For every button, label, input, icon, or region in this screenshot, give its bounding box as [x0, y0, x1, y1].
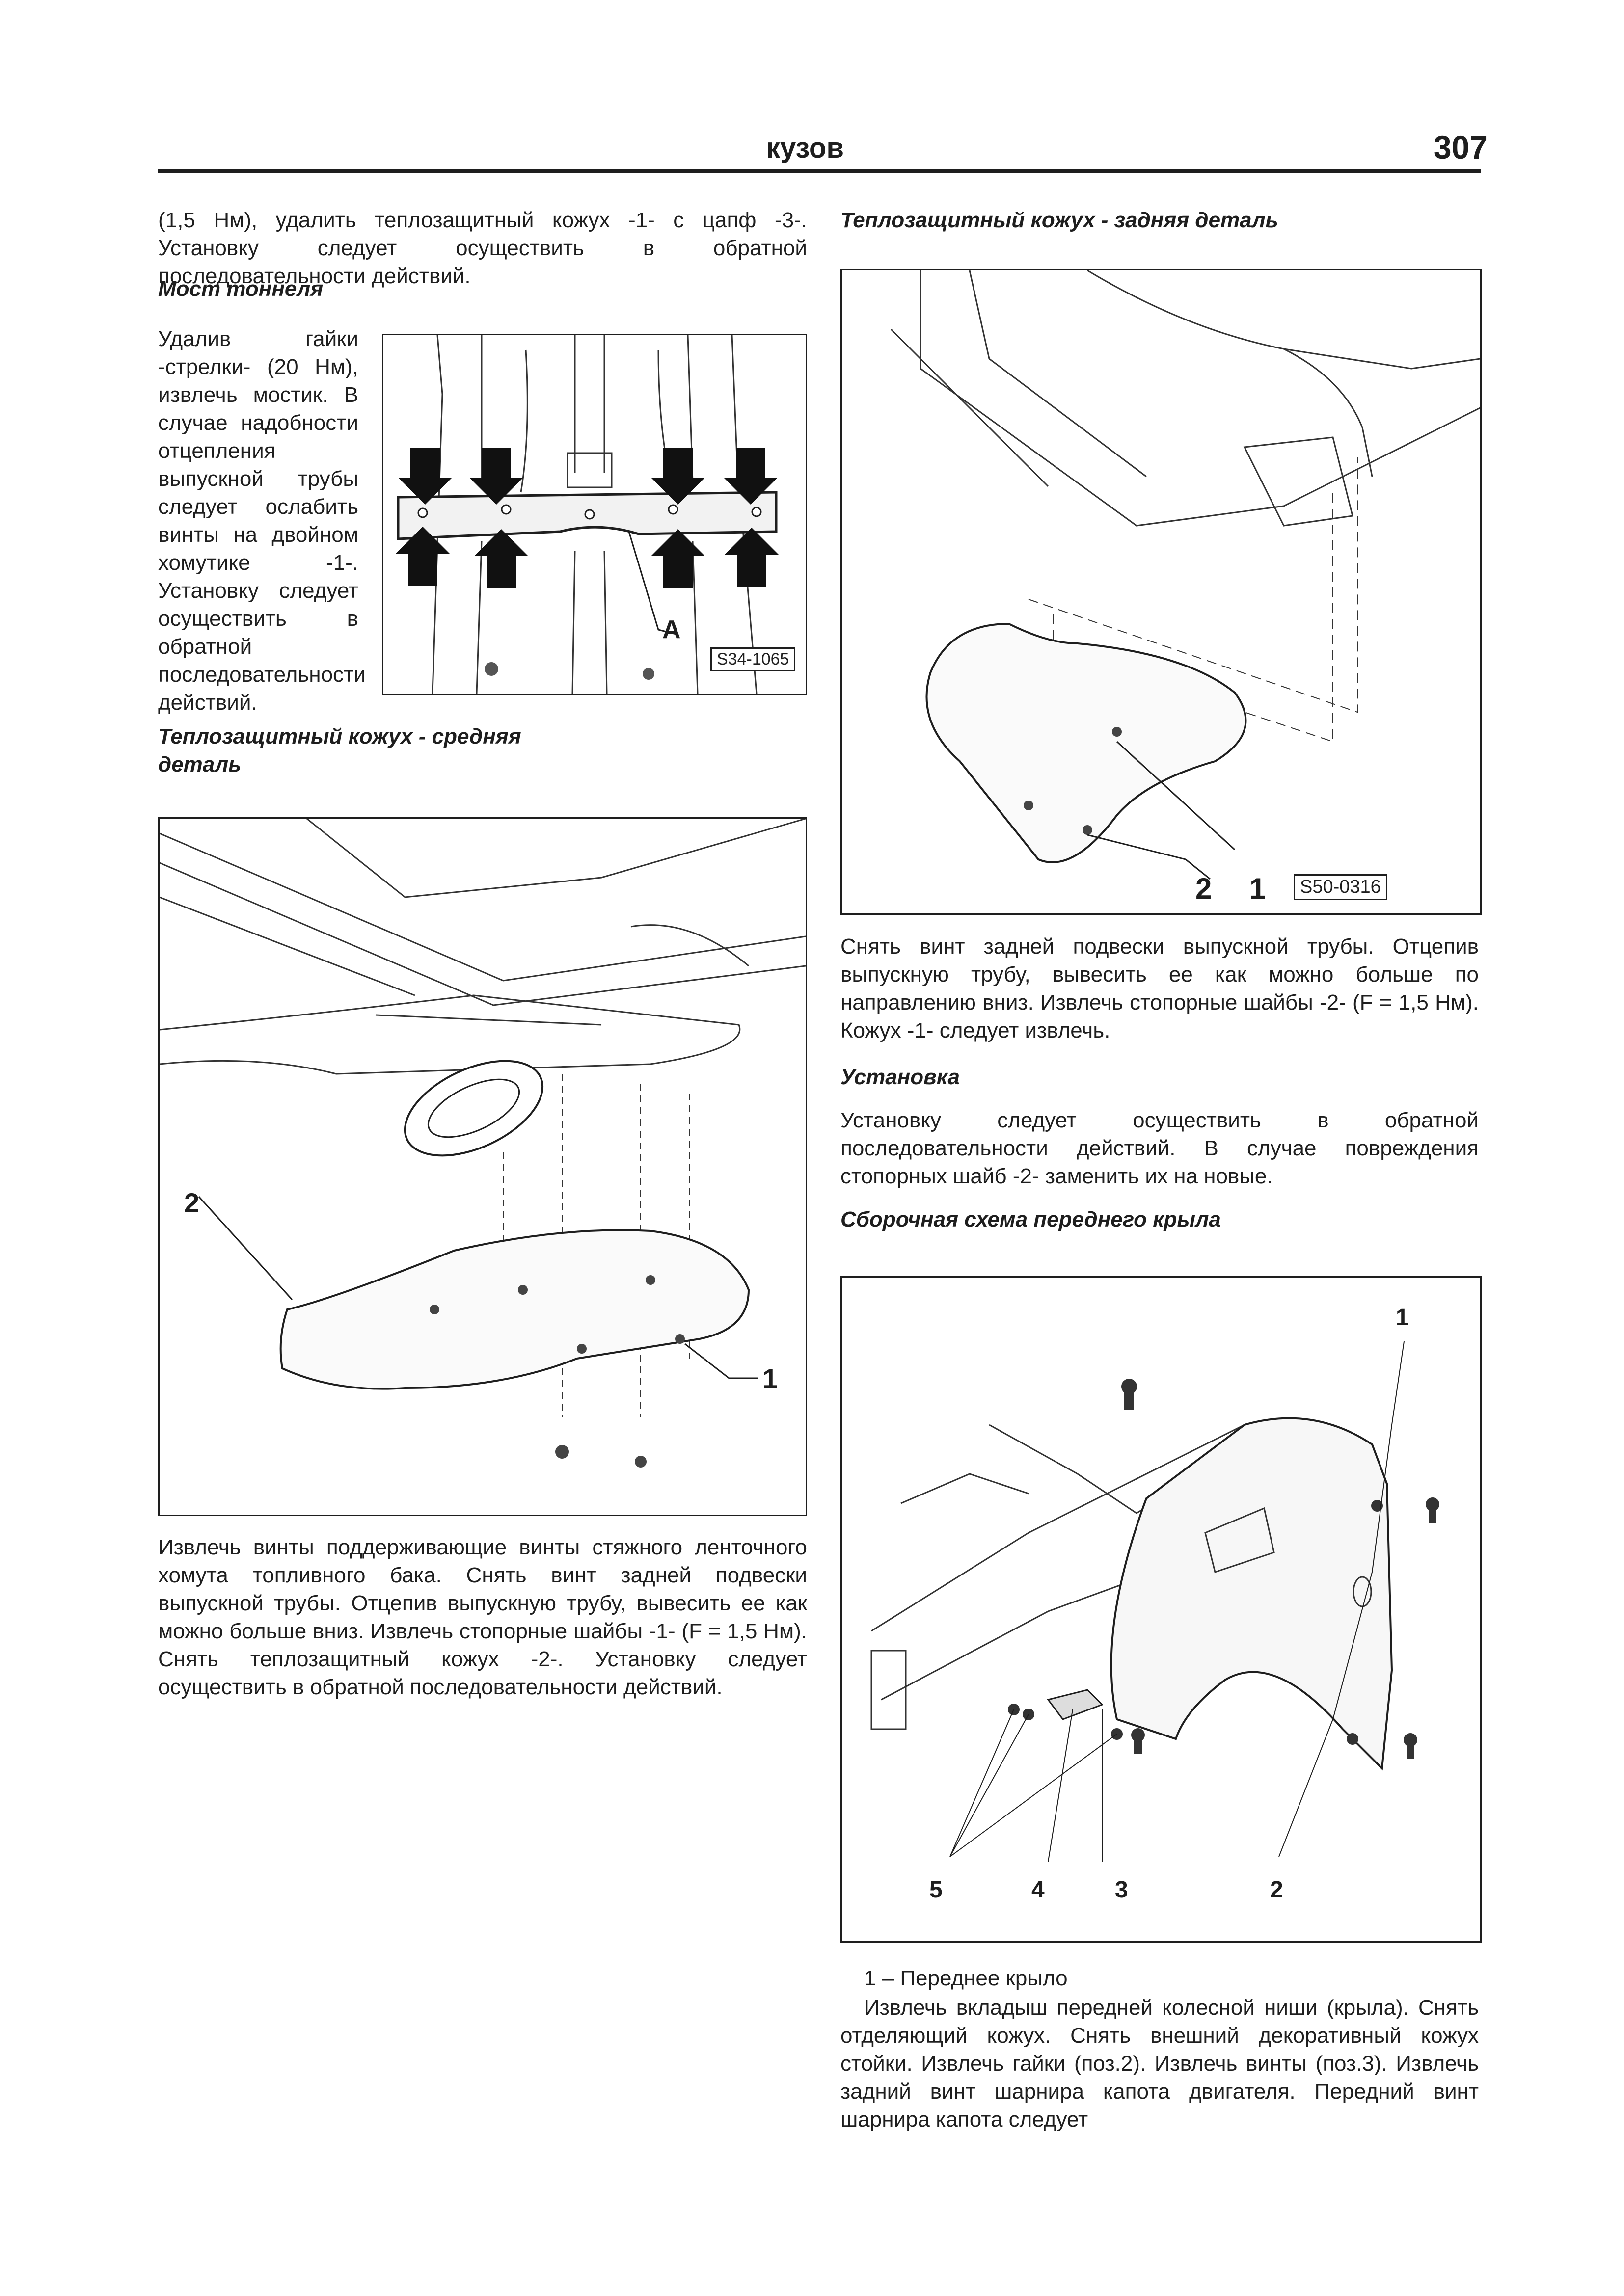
install-paragraph: Установку следует осуществить в обратной…: [840, 1108, 1479, 1188]
callout-1: 1: [1249, 872, 1266, 905]
callout-2: 2: [1270, 1877, 1283, 1903]
front-fender-figure: 1 2 3 4 5: [840, 1276, 1482, 1943]
figure-label-a: A: [662, 615, 681, 644]
tunnel-heading: Мост тоннеля: [158, 277, 324, 301]
callout-1: 1: [1396, 1305, 1409, 1331]
figure-code: S50-0316: [1294, 874, 1387, 900]
page-number: 307: [1433, 129, 1488, 165]
callout-4: 4: [1031, 1877, 1045, 1903]
callout-3: 3: [1115, 1877, 1128, 1903]
header-rule: [158, 169, 1481, 173]
rear-heat-shield-figure: 2 1 S50-0316: [840, 269, 1482, 915]
callout-1: 1: [762, 1363, 778, 1394]
fender-heading: Сборочная схема переднего крыла: [840, 1207, 1221, 1231]
intro-paragraph: (1,5 Нм), удалить теплозащитный кожух -1…: [158, 208, 807, 288]
middle-heading: Теплозащитный кожух - средняя деталь: [158, 724, 521, 776]
rear-heading: Теплозащитный кожух - задняя деталь: [840, 208, 1278, 232]
figure-code: S34-1065: [710, 647, 796, 671]
rear-paragraph: Снять винт задней подвески выпускной тру…: [840, 934, 1479, 1042]
callout-2: 2: [1195, 872, 1212, 905]
callout-2: 2: [184, 1187, 200, 1218]
middle-heat-shield-figure: 2 1: [158, 817, 807, 1516]
install-heading: Установка: [840, 1065, 960, 1089]
fender-item-1: 1 – Переднее крыло: [864, 1966, 1068, 1990]
tunnel-bridge-figure: A S34-1065: [382, 334, 807, 695]
fender-paragraph: Извлечь вкладыш передней колесной ниши (…: [840, 1996, 1479, 2132]
tunnel-paragraph: Удалив гайки -стрелки- (20 Нм), извлечь …: [158, 327, 366, 715]
callout-5: 5: [929, 1877, 943, 1903]
middle-paragraph: Извлечь винты поддерживающие винты стяжн…: [158, 1535, 807, 1699]
section-title: кузов: [766, 132, 844, 164]
